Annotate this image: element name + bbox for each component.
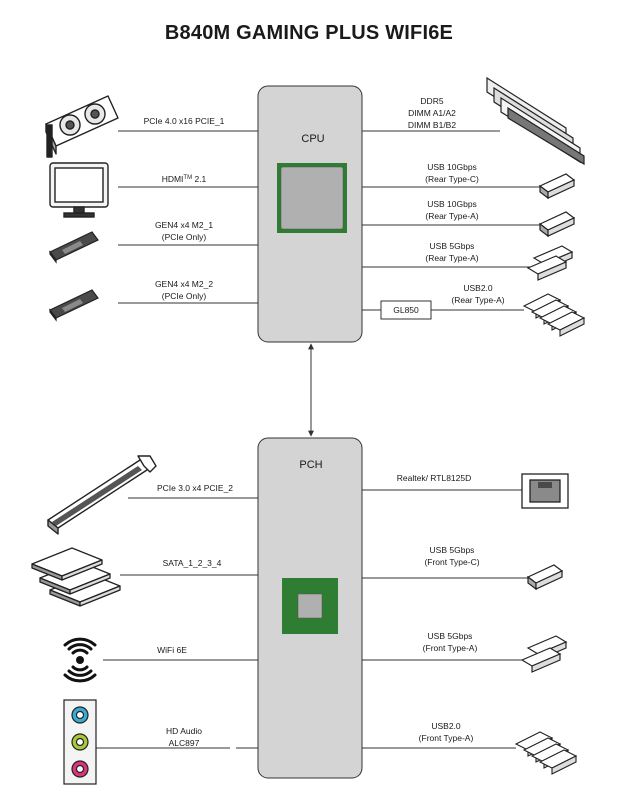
- hard-drive-stack-icon: [31, 547, 121, 607]
- label-usb5-front-a-b: (Front Type-A): [423, 643, 478, 653]
- label-usb2-rear-b: (Rear Type-A): [451, 295, 504, 305]
- label-usb10c-b: (Rear Type-C): [425, 174, 479, 184]
- usb-plug-icon: [538, 211, 576, 238]
- usb-double-plug-icon: [526, 245, 574, 281]
- label-usb10c-a: USB 10Gbps: [427, 162, 477, 172]
- label-audio-b: ALC897: [169, 738, 200, 748]
- label-usb5-front-c-a: USB 5Gbps: [430, 545, 475, 555]
- label-m2-2-b: (PCIe Only): [162, 291, 207, 301]
- wifi-icon: [63, 637, 97, 683]
- label-hdmi: HDMITM 2.1: [162, 174, 207, 184]
- usb-plug-icon: [526, 564, 564, 591]
- m2-ssd-icon: [49, 231, 99, 264]
- dimm-memory-icon: [486, 76, 585, 166]
- label-usb2-front-a: USB2.0: [431, 721, 461, 731]
- label-m2-1-a: GEN4 x4 M2_1: [155, 220, 213, 230]
- label-pcie2: PCIe 3.0 x4 PCIE_2: [157, 483, 233, 493]
- label-usb2-front-b: (Front Type-A): [419, 733, 474, 743]
- label-ddr5-c: DIMM B1/B2: [408, 120, 456, 130]
- label-usb5-front-a-a: USB 5Gbps: [428, 631, 473, 641]
- pch-label: PCH: [299, 459, 322, 471]
- label-pcie1: PCIe 4.0 x16 PCIE_1: [144, 116, 225, 126]
- diagram-title: B840M GAMING PLUS WIFI6E: [164, 22, 454, 44]
- usb-plug-icon: [538, 173, 576, 200]
- m2-ssd-icon: [49, 289, 99, 322]
- label-usb5-front-c-b: (Front Type-C): [424, 557, 479, 567]
- label-ddr5-b: DIMM A1/A2: [408, 108, 456, 118]
- label-ddr5-a: DDR5: [420, 96, 443, 106]
- label-usb5-rear-b: (Rear Type-A): [425, 253, 478, 263]
- label-lan: Realtek/ RTL8125D: [397, 473, 472, 483]
- pcie-slot-icon: [47, 455, 157, 535]
- usb-double-plug-icon: [520, 635, 568, 673]
- label-audio-a: HD Audio: [166, 726, 202, 736]
- label-usb2-rear-a: USB2.0: [463, 283, 493, 293]
- label-usb5-rear-a: USB 5Gbps: [430, 241, 475, 251]
- monitor-icon: [49, 162, 109, 218]
- label-m2-1-b: (PCIe Only): [162, 232, 207, 242]
- label-sata: SATA_1_2_3_4: [163, 558, 222, 568]
- label-wifi: WiFi 6E: [157, 645, 187, 655]
- label-m2-2-a: GEN4 x4 M2_2: [155, 279, 213, 289]
- audio-jack-icon: [63, 699, 97, 785]
- ethernet-port-icon: [521, 473, 569, 509]
- usb-quad-plug-icon: [514, 731, 578, 775]
- cpu-label: CPU: [301, 133, 324, 145]
- gl850-hub-label: GL850: [393, 305, 419, 315]
- label-usb10a-b: (Rear Type-A): [425, 211, 478, 221]
- graphics-card-icon: [45, 95, 119, 158]
- label-usb10a-a: USB 10Gbps: [427, 199, 477, 209]
- usb-quad-plug-icon: [522, 293, 586, 337]
